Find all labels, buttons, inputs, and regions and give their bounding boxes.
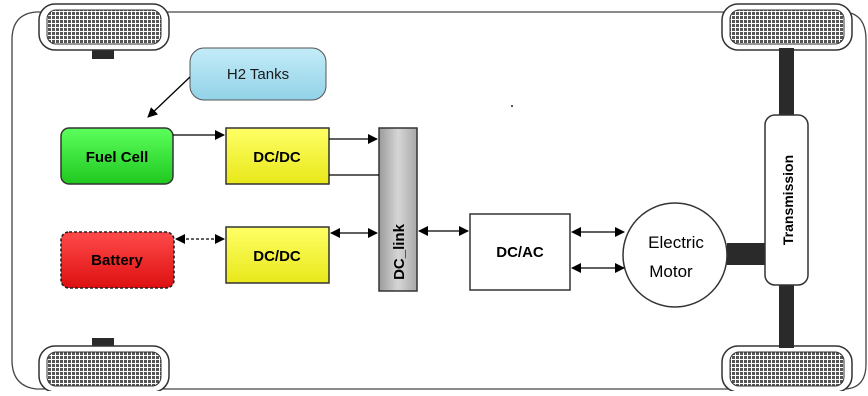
wheel-front-left — [38, 3, 170, 59]
stray-dot — [511, 105, 513, 107]
dcdc-bottom-label: DC/DC — [253, 248, 301, 265]
electric-motor-block — [622, 202, 728, 308]
h2-tanks-label: H2 Tanks — [227, 66, 289, 83]
wheel-rear-left — [38, 338, 170, 393]
battery-block — [60, 231, 175, 289]
vehicle-body-outline — [11, 11, 867, 390]
wheel-rear-right — [721, 345, 853, 393]
dc-link-block — [378, 127, 418, 292]
fuel-cell-label: Fuel Cell — [86, 149, 149, 166]
electric-motor-label-line2: Motor — [649, 262, 693, 281]
h2-tanks-bubble — [189, 47, 327, 101]
dcdc-top-label: DC/DC — [253, 149, 301, 166]
dcdc-bottom-block — [225, 226, 330, 284]
transmission-label: Transmission — [780, 155, 796, 245]
dcdc-top-block — [225, 127, 330, 185]
fuel-cell-block — [60, 127, 174, 185]
dc-link-label: DC_link — [391, 223, 408, 280]
electric-motor-label-line1: Electric — [648, 233, 704, 252]
battery-label: Battery — [91, 252, 143, 269]
dcac-label: DC/AC — [496, 244, 544, 261]
transmission-block — [764, 114, 809, 286]
wheel-front-right — [721, 3, 853, 51]
dcac-block — [469, 213, 571, 291]
motor-shaft — [727, 243, 765, 265]
h2-to-fuel-cell-arrow — [147, 76, 191, 118]
